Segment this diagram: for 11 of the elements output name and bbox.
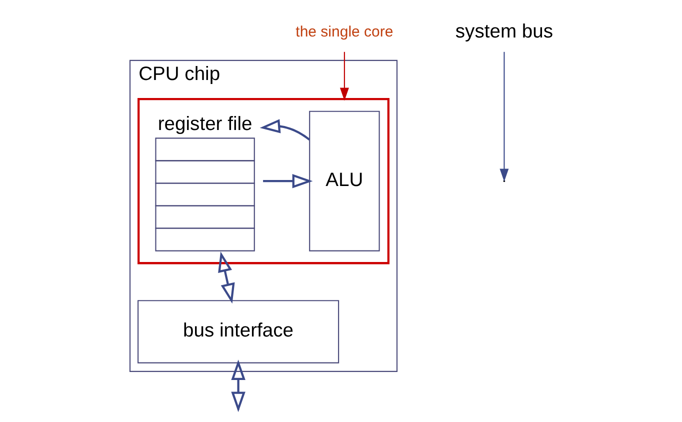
node-text: the single core (295, 23, 393, 40)
arrow (262, 173, 312, 188)
arrow (218, 251, 234, 304)
cluster (137, 98, 389, 264)
node-label: register file (157, 114, 252, 135)
arrow (339, 51, 348, 100)
node-box: bus interface (137, 300, 339, 363)
arrow (499, 51, 508, 182)
node-text: system bus (454, 20, 553, 42)
arrow (259, 118, 310, 140)
node-box: ALU (308, 110, 380, 251)
